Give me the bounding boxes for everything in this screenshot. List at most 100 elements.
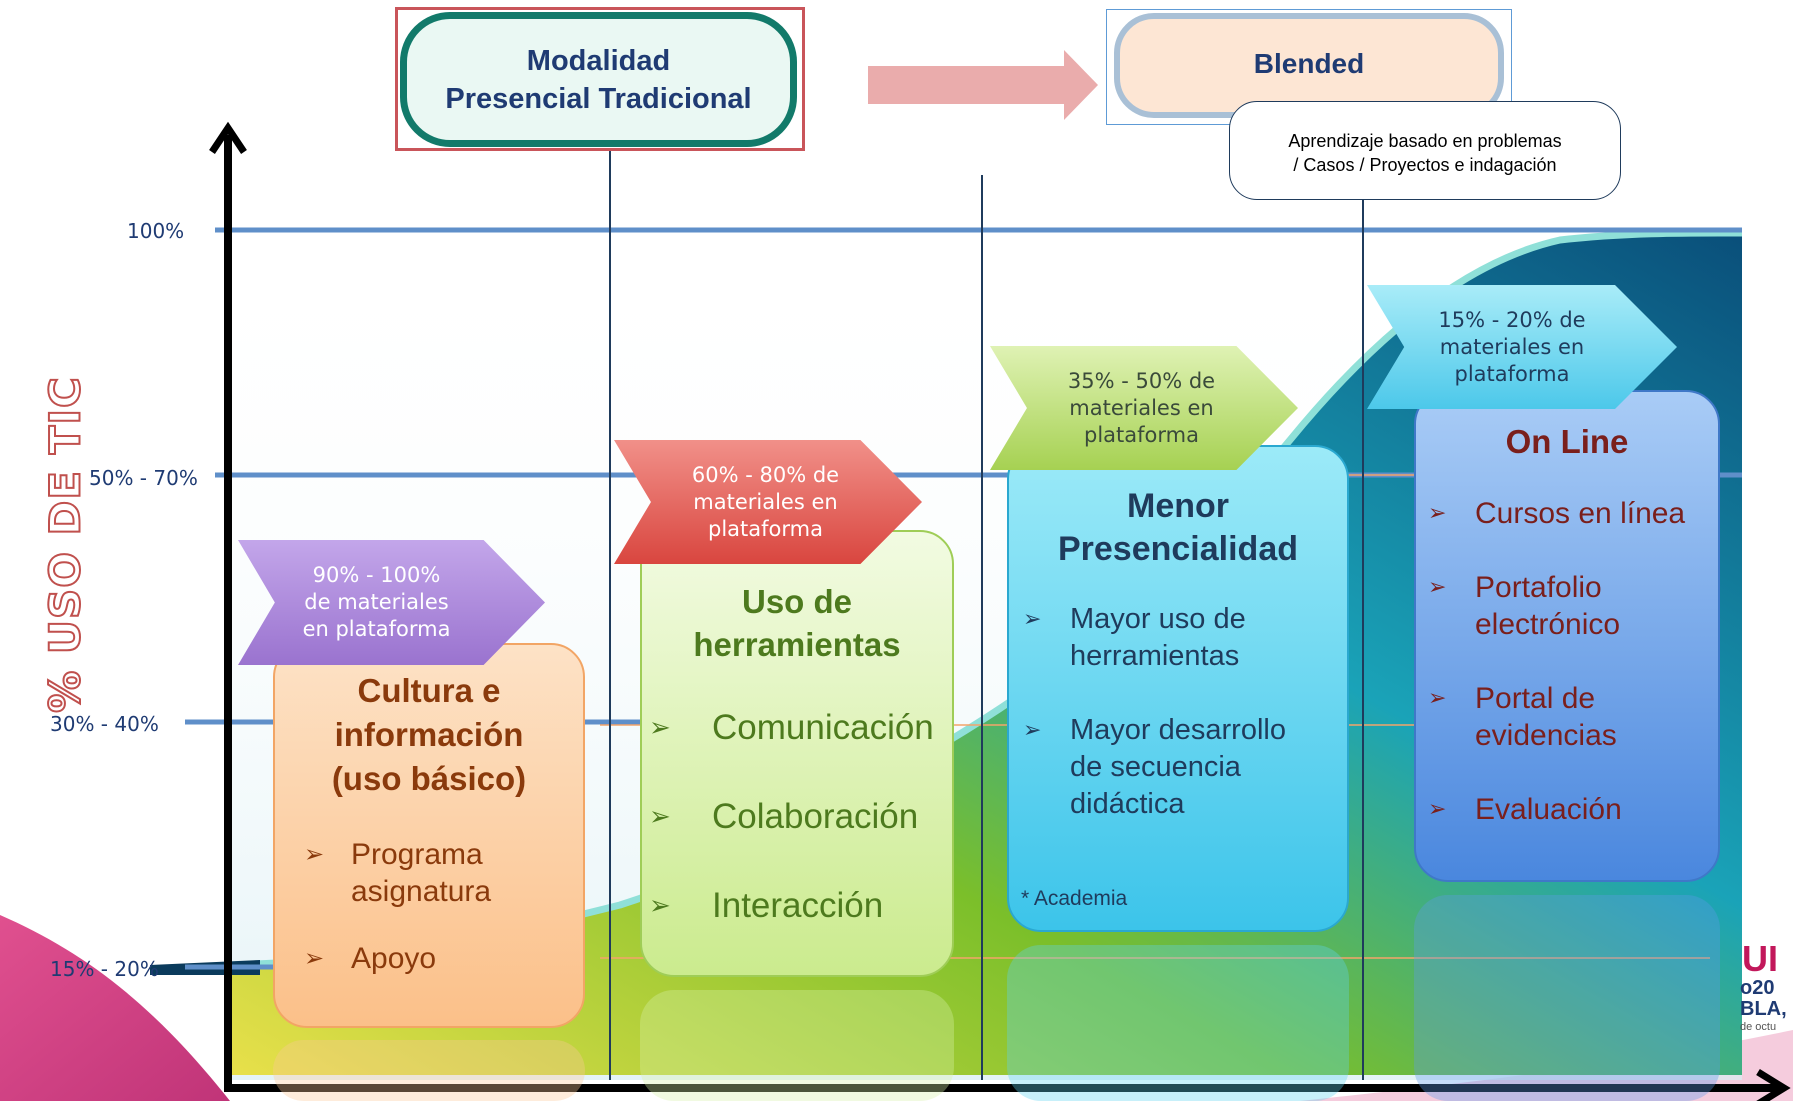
bullet-icon: ➢ — [1428, 575, 1447, 600]
card-cultura-list: ➢ Programa asignatura ➢ Apoyo — [304, 836, 583, 977]
bullet-icon: ➢ — [649, 713, 671, 743]
pink-swoosh-right — [1300, 1030, 1793, 1101]
traditional-line1: Modalidad — [526, 45, 671, 77]
event-logo: UI o20 BLA, de octu — [1738, 940, 1793, 1050]
blended-note-line1: Aprendizaje basado en problemas — [1288, 131, 1562, 151]
y-axis-title: % USO DE TIC — [40, 375, 91, 714]
traditional-box-frame — [395, 7, 805, 151]
card-online-title: On Line — [1505, 423, 1629, 460]
card-cultura-title-line: información — [334, 716, 524, 753]
arrow-tag-text: plataforma — [1084, 422, 1199, 447]
bullet-icon: ➢ — [1023, 718, 1042, 743]
blended-note-line2: / Casos / Proyectos e indagación — [1293, 155, 1557, 175]
list-item-text: evidencias — [1475, 719, 1617, 752]
list-item-text: asignatura — [351, 875, 492, 908]
growth-curve-area — [232, 232, 1742, 1075]
card-menor: Menor Presencialidad ➢ Mayor uso de herr… — [1007, 445, 1349, 932]
level-label-30-40: 30% - 40% — [50, 712, 159, 736]
list-item: ➢ Programa asignatura — [304, 836, 583, 910]
card-menor-title-line: Menor — [1127, 487, 1229, 525]
blended-note: Aprendizaje basado en problemas / Casos … — [1229, 101, 1621, 200]
card-cultura-title-line: Cultura e — [357, 672, 501, 709]
card-reflection — [1007, 945, 1349, 1101]
bullet-icon: ➢ — [1428, 686, 1447, 711]
bullet-icon: ➢ — [1428, 501, 1447, 526]
logo-text: UI — [1742, 940, 1778, 979]
bullet-icon: ➢ — [649, 891, 671, 921]
blended-label: Blended — [1253, 48, 1365, 79]
list-item-text: Mayor uso de — [1070, 603, 1246, 635]
card-herramientas-title: Uso de herramientas — [642, 580, 952, 666]
card-menor-title: Menor Presencialidad — [1009, 485, 1347, 571]
arrow-tag-text: plataforma — [1454, 361, 1570, 386]
list-item-text: Programa — [351, 838, 483, 871]
level-label-100: 100% — [127, 219, 185, 243]
list-item: ➢ Interacción — [649, 884, 952, 928]
arrow-tag-text: en plataforma — [302, 617, 451, 641]
list-item: ➢ Portal de evidencias — [1428, 680, 1718, 754]
card-menor-title-line: Presencialidad — [1057, 530, 1298, 568]
card-online: On Line ➢ Cursos en línea ➢ Portafolio e… — [1414, 390, 1720, 882]
card-herramientas-title-line: Uso de — [741, 583, 853, 620]
arrow-tag-online: 15% - 20% de materiales en plataforma — [1367, 285, 1677, 409]
list-item: ➢ Apoyo — [304, 940, 583, 977]
list-item-text: didáctica — [1070, 788, 1185, 820]
transition-arrow — [868, 50, 1098, 120]
list-item-text: Apoyo — [351, 942, 437, 975]
card-herramientas: Uso de herramientas ➢ Comunicación ➢ Col… — [640, 530, 954, 977]
arrow-tag-menor: 35% - 50% de materiales en plataforma — [990, 346, 1298, 470]
logo-text: BLA, — [1740, 998, 1787, 1020]
list-item-text: Cursos en línea — [1475, 497, 1686, 530]
card-reflection — [640, 990, 954, 1101]
list-item-text: Comunicación — [712, 708, 934, 747]
list-item: ➢ Mayor desarrollo de secuencia didáctic… — [1023, 712, 1347, 823]
level-label-15-20: 15% - 20% — [50, 957, 159, 981]
arrow-tag-text: de materiales — [304, 590, 449, 614]
card-herramientas-title-line: herramientas — [693, 626, 901, 663]
arrow-tag-cultura: 90% - 100% de materiales en plataforma — [238, 540, 545, 665]
y-axis-arrowhead — [209, 121, 247, 154]
list-item: ➢ Colaboración — [649, 795, 952, 839]
list-item-text: electrónico — [1475, 608, 1621, 641]
level-label-50-70: 50% - 70% — [89, 466, 198, 490]
card-menor-list: ➢ Mayor uso de herramientas ➢ Mayor desa… — [1023, 601, 1347, 823]
list-item-text: de secuencia — [1070, 751, 1241, 783]
arrow-tag-text: materiales en — [1439, 334, 1585, 359]
card-reflection — [1414, 895, 1720, 1101]
bullet-icon: ➢ — [1023, 607, 1042, 632]
list-item-text: Mayor desarrollo — [1070, 714, 1286, 746]
list-item-text: Interacción — [712, 886, 884, 925]
list-item: ➢ Mayor uso de herramientas — [1023, 601, 1347, 675]
list-item: ➢ Portafolio electrónico — [1428, 569, 1718, 643]
logo-text: o20 — [1740, 977, 1775, 999]
traditional-line2: Presencial Tradicional — [445, 83, 752, 115]
arrow-tag-text: plataforma — [708, 516, 823, 541]
list-item: ➢ Cursos en línea — [1428, 495, 1718, 532]
list-item-text: Portal de — [1475, 682, 1596, 715]
arrow-tag-text: 15% - 20% de — [1438, 307, 1586, 332]
card-menor-note: * Academia — [1021, 887, 1128, 910]
arrow-tag-text: 60% - 80% de — [691, 462, 840, 487]
x-axis-arrowhead — [1756, 1069, 1791, 1101]
arrow-tag-text: 35% - 50% de — [1067, 368, 1216, 393]
bullet-icon: ➢ — [649, 802, 671, 832]
arrow-tag-text: materiales en — [1069, 395, 1214, 420]
arrow-tag-herramientas: 60% - 80% de materiales en plataforma — [614, 440, 922, 564]
bullet-icon: ➢ — [1428, 797, 1447, 822]
card-cultura: Cultura e información (uso básico) ➢ Pro… — [273, 643, 585, 1028]
list-item-text: herramientas — [1070, 640, 1240, 672]
pink-swoosh — [0, 915, 230, 1101]
logo-text: de octu — [1740, 1021, 1777, 1033]
card-reflection — [273, 1040, 585, 1101]
list-item-text: Portafolio — [1475, 571, 1602, 604]
bullet-icon: ➢ — [304, 944, 325, 972]
card-herramientas-list: ➢ Comunicación ➢ Colaboración ➢ Interacc… — [649, 706, 952, 928]
list-item-text: Colaboración — [712, 797, 919, 836]
bullet-icon: ➢ — [304, 840, 325, 868]
card-online-list: ➢ Cursos en línea ➢ Portafolio electróni… — [1428, 495, 1718, 828]
card-cultura-title: Cultura e información (uso básico) — [275, 669, 583, 801]
list-item-text: Evaluación — [1475, 793, 1622, 826]
list-item: ➢ Evaluación — [1428, 791, 1718, 828]
traditional-box: Modalidad Presencial Tradicional — [400, 12, 797, 147]
arrow-tag-text: 90% - 100% — [312, 563, 441, 587]
